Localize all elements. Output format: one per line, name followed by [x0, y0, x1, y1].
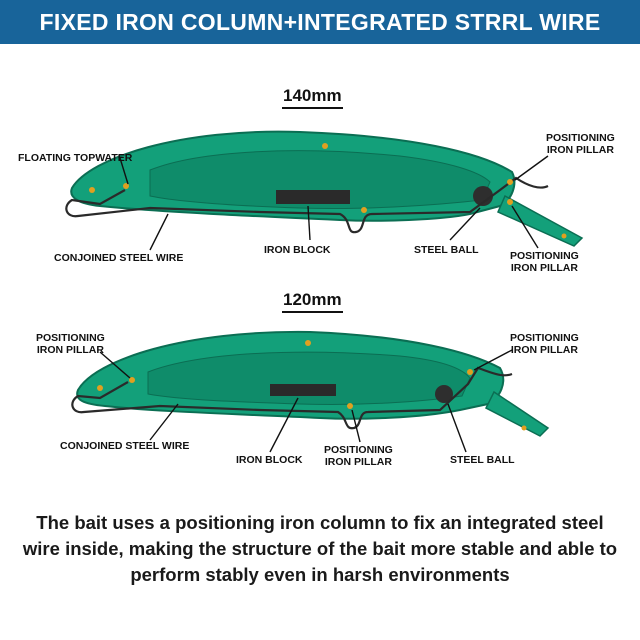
lure-120-iron-block — [270, 384, 336, 396]
banner-title: FIXED IRON COLUMN+INTEGRATED STRRL WIRE — [39, 8, 601, 35]
lure-120-pillar-1 — [305, 340, 311, 346]
lure-120-pillar-6 — [521, 425, 527, 431]
label-140-floating-topwater: FLOATING TOPWATER — [18, 152, 133, 164]
lure-140-pillar-7 — [561, 233, 567, 239]
leader-140-wire — [149, 213, 169, 251]
label-120-positioning-pillar-left: POSITIONING IRON PILLAR — [36, 332, 105, 356]
lure-140-pillar-1 — [322, 143, 328, 149]
leader-140-topwater — [119, 157, 129, 185]
label-140-positioning-pillar-bottom: POSITIONING IRON PILLAR — [510, 250, 579, 274]
label-120-steel-ball: STEEL BALL — [450, 454, 515, 466]
lure-120-pillar-2 — [129, 377, 135, 383]
lure-120-pillar-4 — [347, 403, 353, 409]
lure-140-pillar-6 — [507, 199, 513, 205]
leader-120-pillar-bottom — [351, 409, 361, 443]
lure-120-steel-ball — [435, 385, 453, 403]
label-140-positioning-pillar-top: POSITIONING IRON PILLAR — [546, 132, 615, 156]
lure-140-pillar-2 — [123, 183, 129, 189]
leader-140-block — [307, 205, 311, 241]
leader-120-ball — [447, 403, 467, 453]
leader-120-pillar-right — [473, 349, 513, 371]
description-text: The bait uses a positioning iron column … — [22, 512, 618, 585]
lure-140-steel-wire — [65, 176, 549, 234]
lure-140-pillar-4 — [361, 207, 367, 213]
label-120-positioning-pillar-right: POSITIONING IRON PILLAR — [510, 332, 579, 356]
label-140-conjoined-wire: CONJOINED STEEL WIRE — [54, 252, 184, 264]
label-120-iron-block: IRON BLOCK — [236, 454, 303, 466]
lure-140-pillar-3 — [89, 187, 95, 193]
leader-120-wire — [149, 403, 179, 441]
lure-140-iron-block — [276, 190, 350, 204]
label-120-conjoined-wire: CONJOINED STEEL WIRE — [60, 440, 190, 452]
leader-140-pillar-top — [514, 155, 549, 181]
lure-120-steel-wire — [71, 366, 513, 430]
lure-120-pillar-5 — [467, 369, 473, 375]
lure-120-lip — [484, 390, 550, 437]
lure-120-pillar-3 — [97, 385, 103, 391]
size-label-140: 140mm — [282, 86, 343, 109]
label-140-steel-ball: STEEL BALL — [414, 244, 479, 256]
lure-120-inner-cavity — [147, 351, 471, 406]
lure-140-drawing — [65, 130, 584, 251]
lure-140-pillar-5 — [507, 179, 513, 185]
lure-120-drawing — [71, 330, 550, 453]
size-label-120: 120mm — [282, 290, 343, 313]
leader-140-ball — [449, 207, 481, 241]
leader-140-pillar-bottom — [511, 205, 539, 249]
lure-140-steel-ball — [473, 186, 493, 206]
leader-120-pillar-left — [99, 351, 131, 379]
lure-140-lip — [497, 194, 584, 247]
header-banner: FIXED IRON COLUMN+INTEGRATED STRRL WIRE — [0, 0, 640, 44]
label-120-positioning-pillar-bottom: POSITIONING IRON PILLAR — [324, 444, 393, 468]
label-140-iron-block: IRON BLOCK — [264, 244, 331, 256]
leader-120-block — [269, 397, 299, 453]
